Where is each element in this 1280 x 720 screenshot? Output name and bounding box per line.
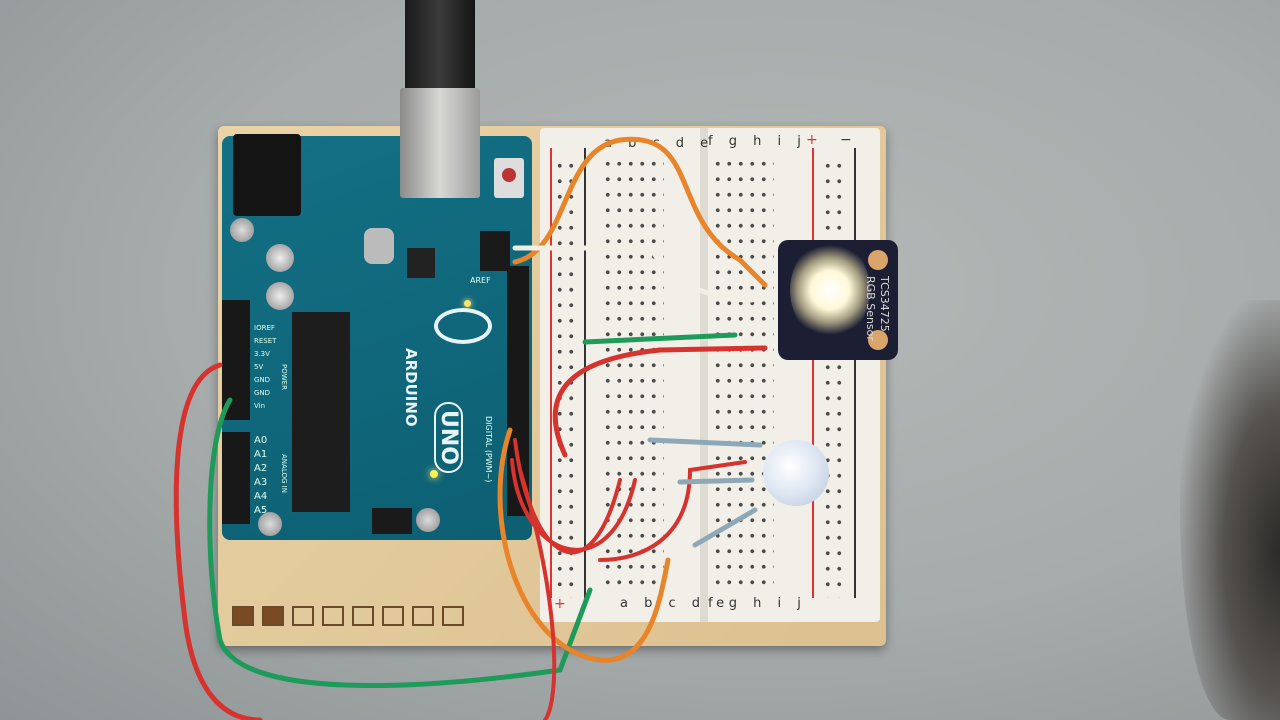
resistor xyxy=(677,477,755,485)
pad xyxy=(292,606,314,626)
l-led xyxy=(464,300,471,307)
digital-label: DIGITAL (PWM~) xyxy=(484,416,493,483)
pad xyxy=(322,606,344,626)
rail-minus-line xyxy=(584,148,586,598)
screw xyxy=(258,512,282,536)
red-wire-sensor-vin xyxy=(552,345,768,458)
icsp-header-2 xyxy=(372,508,412,534)
analog-label: ANALOG IN xyxy=(280,454,288,493)
rail-plus-sign: + xyxy=(806,132,818,148)
arduino-model-text: UNO xyxy=(434,402,463,473)
green-wire-sensor-gnd xyxy=(582,332,738,345)
reset-button[interactable] xyxy=(494,158,524,198)
sensor-model-text: TCS34725 xyxy=(878,276,891,332)
rgb-led xyxy=(763,440,829,506)
pad xyxy=(232,606,254,626)
pad xyxy=(352,606,374,626)
on-led xyxy=(430,470,438,478)
column-letters-top-right: f g h i j xyxy=(708,134,807,149)
terminal-holes-right xyxy=(712,156,774,594)
rail-plus-sign: + xyxy=(554,596,566,612)
aref-label: AREF xyxy=(470,276,491,285)
power-header xyxy=(222,300,250,420)
laser-etched-pads xyxy=(232,606,464,626)
red-wire-pwm xyxy=(510,458,637,552)
rail-plus-line xyxy=(812,148,814,598)
red-wire-led-common xyxy=(598,460,747,562)
rail-minus-sign: − xyxy=(840,132,852,148)
capacitor xyxy=(266,282,294,310)
power-rail-holes xyxy=(822,158,848,598)
column-letters-bottom-left: a b c d e xyxy=(620,596,731,611)
atmega-chip xyxy=(292,312,350,512)
usb-cable xyxy=(405,0,475,100)
center-channel xyxy=(700,128,708,622)
screw xyxy=(230,218,254,242)
red-wire-5v xyxy=(173,362,263,720)
pad xyxy=(262,606,284,626)
red-wire-pwm xyxy=(518,468,557,720)
column-letters-bottom-right: f g h i j xyxy=(708,596,807,611)
pad xyxy=(442,606,464,626)
resistor xyxy=(647,437,763,448)
usb-chip xyxy=(407,248,435,278)
rail-minus-line xyxy=(854,148,856,598)
sensor-label-text: RGB Sensor xyxy=(864,276,877,341)
mount-hole xyxy=(868,330,888,350)
mount-hole xyxy=(868,250,888,270)
capacitor xyxy=(266,244,294,272)
orange-wire-sda xyxy=(512,136,768,288)
arduino-brand-text: ARDUINO xyxy=(402,348,420,427)
orange-wire-led xyxy=(497,427,671,663)
arduino-infinity-logo xyxy=(434,308,492,344)
digital-header xyxy=(507,266,529,516)
green-wire-gnd xyxy=(207,397,593,688)
terminal-holes-left xyxy=(602,156,664,594)
sensor-white-led-glow xyxy=(790,240,870,340)
usb-plug xyxy=(400,88,480,198)
pad xyxy=(382,606,404,626)
analog-header xyxy=(222,432,250,524)
icsp-header xyxy=(480,231,510,271)
pad xyxy=(412,606,434,626)
rail-plus-line xyxy=(550,148,552,598)
power-label: POWER xyxy=(280,364,288,390)
red-wire-pwm xyxy=(513,438,622,555)
white-wire-scl xyxy=(512,245,755,303)
resistor xyxy=(692,507,758,548)
hand-shadow xyxy=(1180,300,1280,720)
dc-power-jack xyxy=(233,134,301,216)
screw xyxy=(416,508,440,532)
crystal xyxy=(364,228,394,264)
